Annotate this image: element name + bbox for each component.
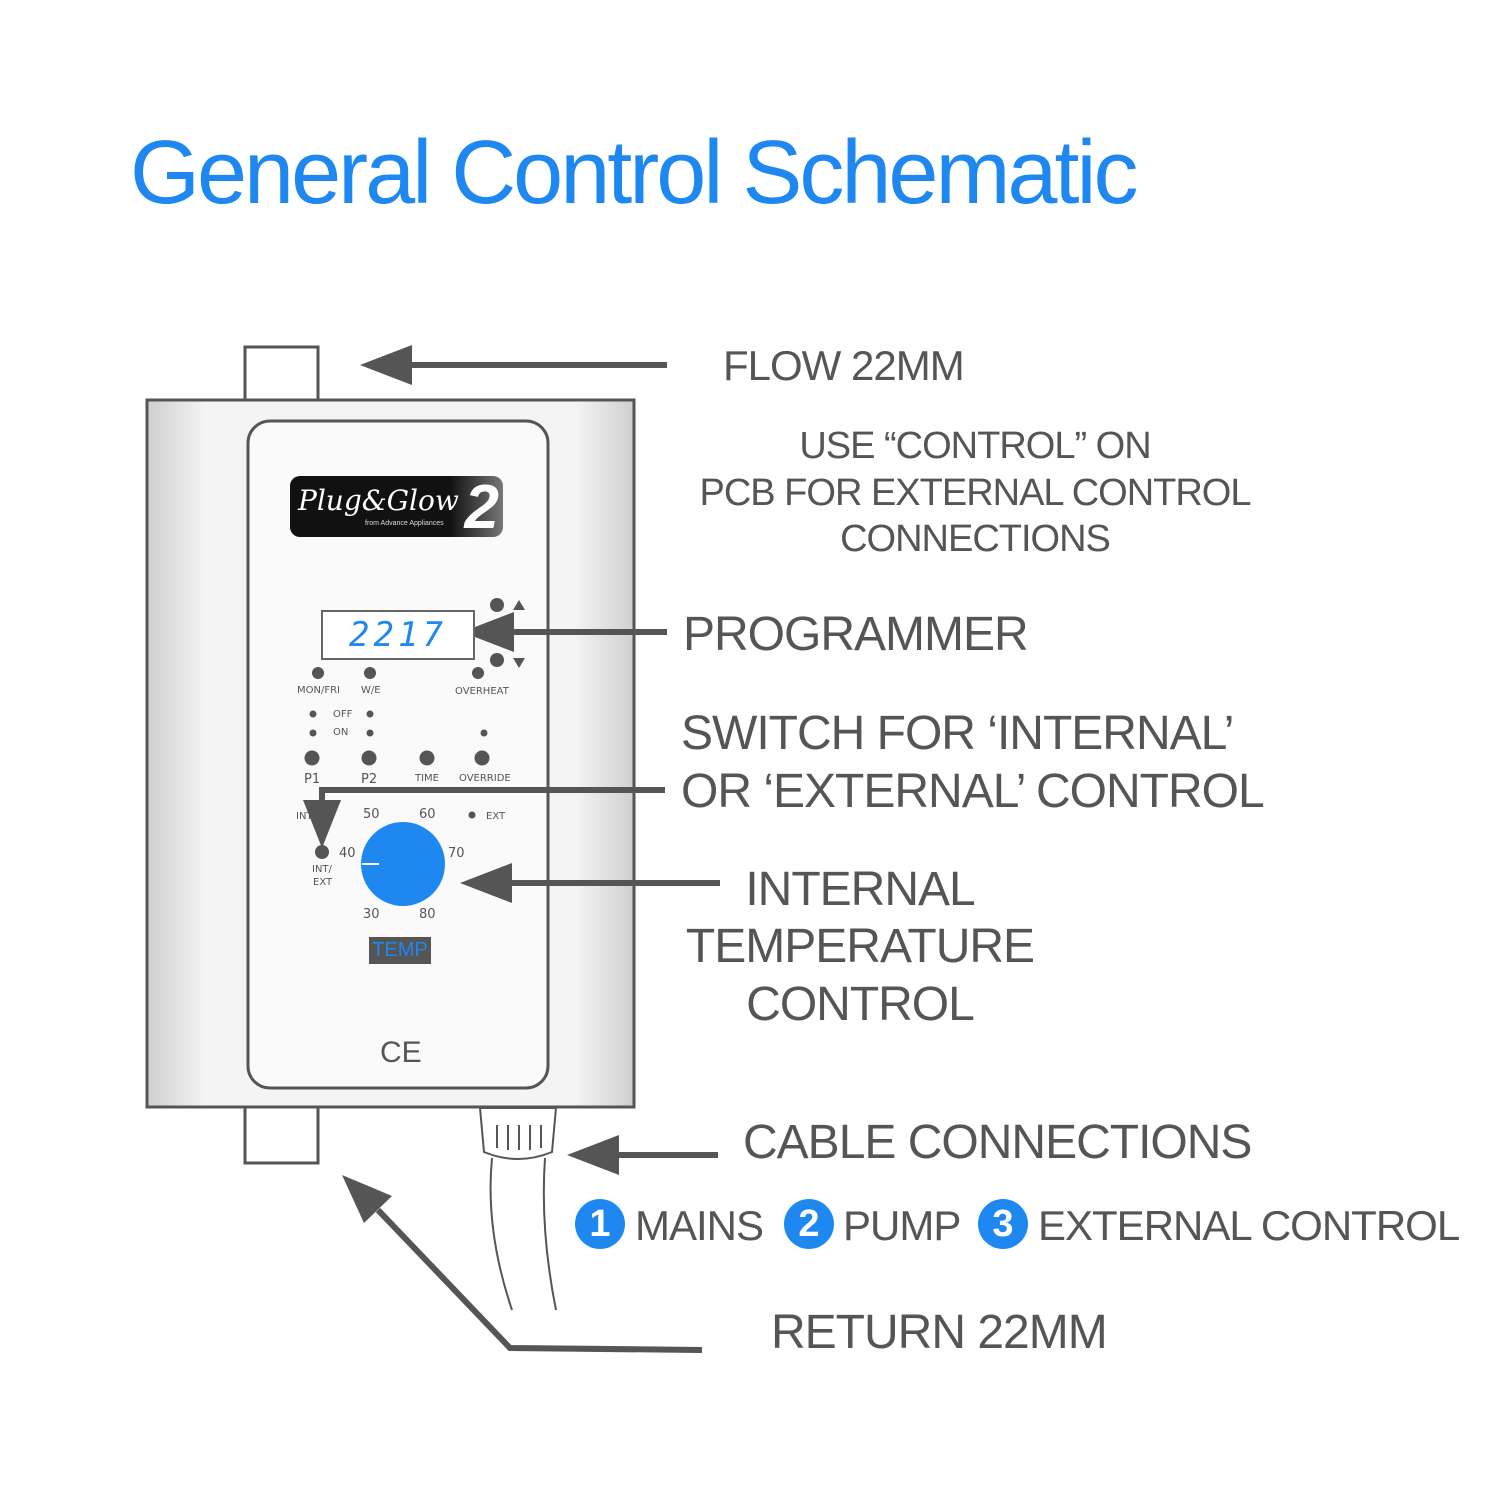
cables: [489, 1157, 557, 1311]
cable-badge-3: 3: [978, 1199, 1028, 1249]
dial-70: 70: [448, 846, 465, 861]
dial-50: 50: [363, 807, 380, 822]
temperature-arrow: [460, 863, 720, 903]
led-label-monfri: MON/FRI: [297, 685, 340, 696]
return-arrow: [342, 1175, 703, 1353]
page-title: General Control Schematic: [130, 123, 1138, 223]
off-label: OFF: [333, 709, 353, 720]
temperature-label-1: INTERNAL: [745, 863, 975, 916]
button-time-label: TIME: [415, 773, 440, 784]
temp-label: TEMP: [369, 937, 431, 964]
cable-badge-1: 1: [575, 1199, 625, 1249]
led-label-overheat: OVERHEAT: [455, 686, 509, 697]
cable-badge-2: 2: [784, 1199, 834, 1249]
flow-pipe: [243, 345, 320, 404]
int-ext-label-1: INT/: [312, 864, 332, 875]
button-p2-label: P2: [361, 772, 378, 787]
cable-label: CABLE CONNECTIONS: [743, 1116, 1252, 1169]
cable-gland: [478, 1107, 558, 1160]
ce-mark: CE: [380, 1036, 422, 1069]
int-label: INT: [296, 811, 313, 822]
logo-subtext: from Advance Appliances: [365, 520, 444, 527]
return-pipe: [243, 1104, 320, 1165]
brand-logo: Plug&Glow from Advance Appliances 2: [290, 473, 503, 542]
button-p1-label: P1: [304, 772, 321, 787]
control-note-2: PCB FOR EXTERNAL CONTROL: [699, 472, 1251, 514]
switch-arrow: [303, 787, 665, 848]
flow-arrow: [360, 345, 667, 385]
switch-label-1: SWITCH FOR ‘INTERNAL’: [681, 707, 1234, 760]
led-label-we: W/E: [361, 685, 381, 696]
programmer-arrow: [462, 612, 667, 652]
button-override-label: OVERRIDE: [459, 773, 511, 784]
dial-80: 80: [419, 907, 436, 922]
return-label: RETURN 22MM: [771, 1306, 1108, 1359]
ext-label: EXT: [486, 811, 506, 822]
control-note-1: USE “CONTROL” ON: [799, 425, 1151, 467]
temperature-dial[interactable]: [361, 822, 445, 906]
dial-60: 60: [419, 807, 436, 822]
cable-item-mains: MAINS: [635, 1202, 764, 1249]
cable-item-pump: PUMP: [843, 1202, 961, 1249]
cable-arrow: [567, 1135, 718, 1175]
dial-40: 40: [339, 846, 356, 861]
programmer-display: 2217: [321, 610, 475, 660]
programmer-label: PROGRAMMER: [683, 608, 1029, 661]
logo-text: Plug&Glow: [298, 484, 459, 517]
panel-indicators: [304, 598, 525, 859]
switch-label-2: OR ‘EXTERNAL’ CONTROL: [681, 765, 1265, 818]
int-ext-label-2: EXT: [313, 877, 333, 888]
on-label: ON: [333, 727, 349, 738]
front-panel: [246, 419, 550, 1090]
dial-30: 30: [363, 907, 380, 922]
temperature-label-3: CONTROL: [746, 978, 975, 1031]
flow-label: FLOW 22MM: [723, 342, 965, 389]
temperature-label-2: TEMPERATURE: [685, 920, 1035, 973]
arrows: [303, 345, 720, 1353]
logo-number: 2: [464, 473, 499, 542]
cable-item-external-control: EXTERNAL CONTROL: [1038, 1202, 1460, 1249]
control-note-3: CONNECTIONS: [840, 518, 1111, 560]
